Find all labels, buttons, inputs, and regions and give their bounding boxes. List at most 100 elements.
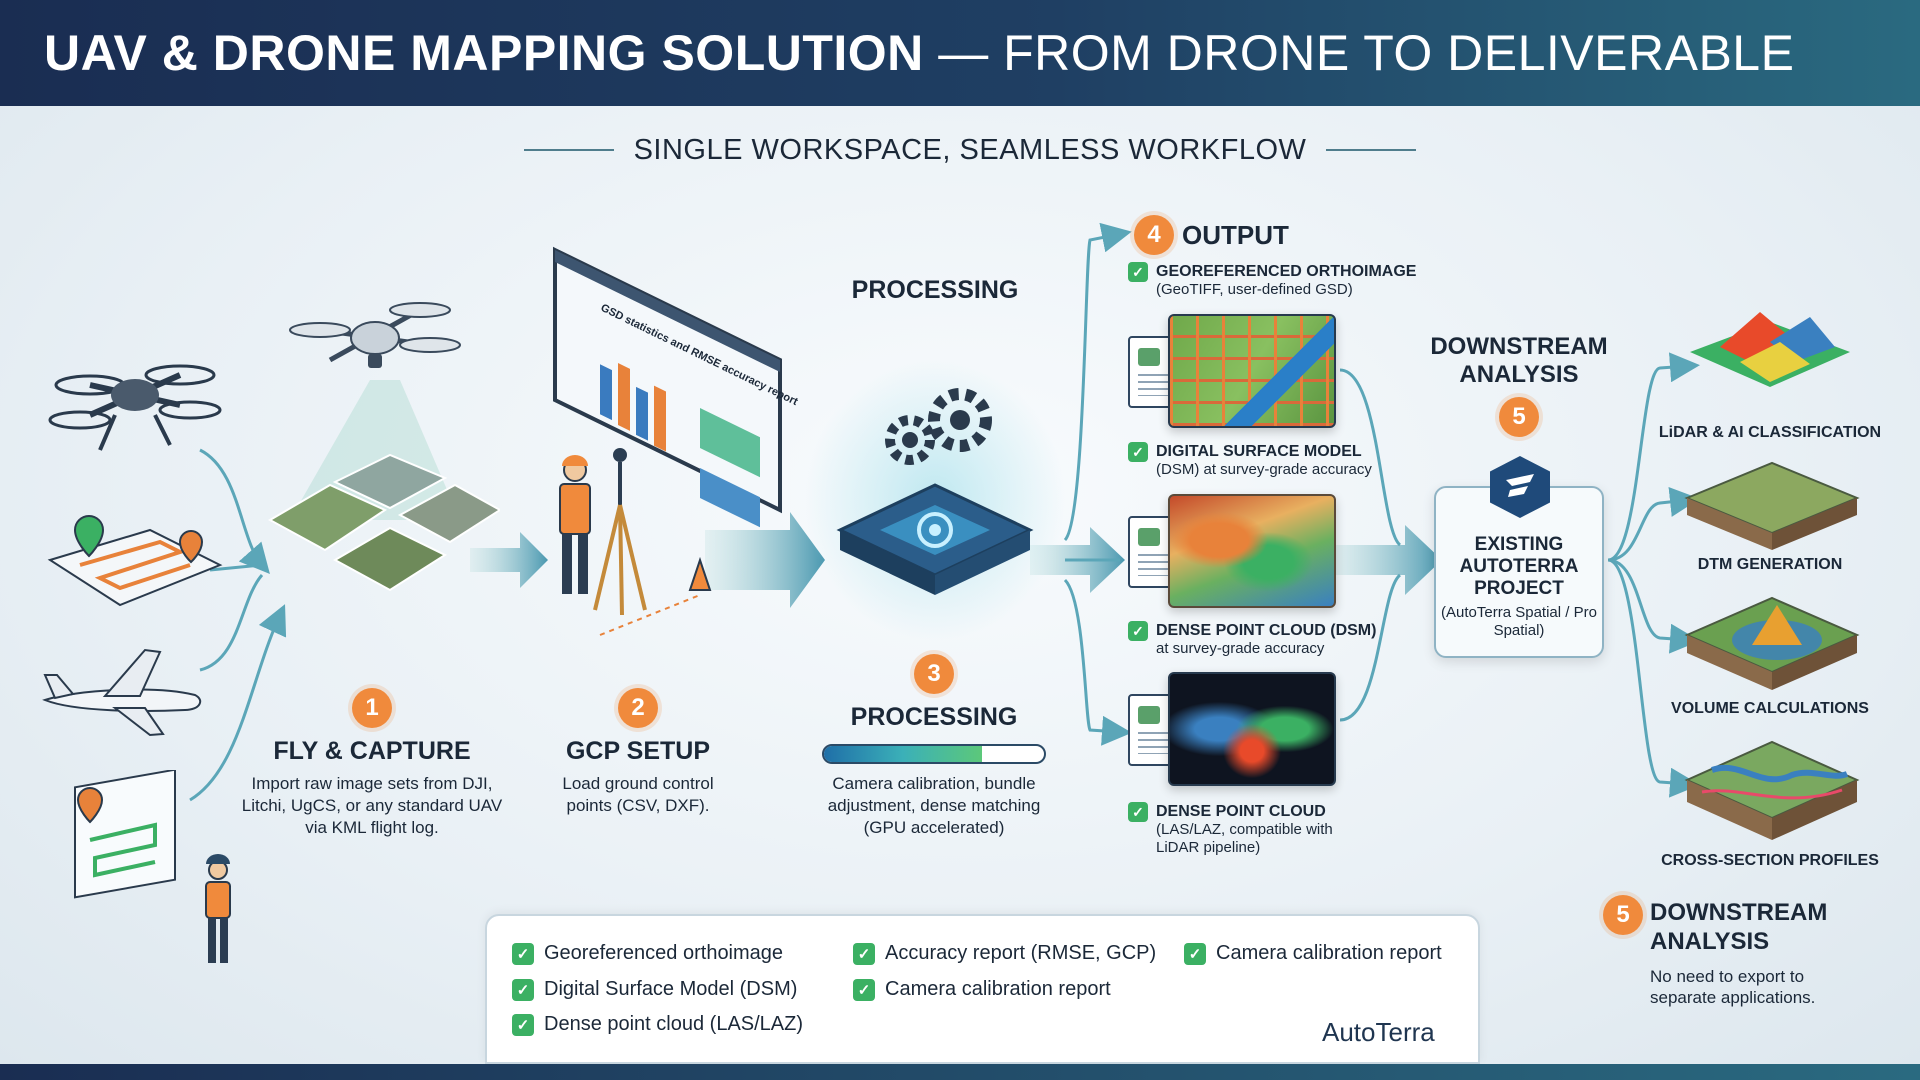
check-icon: ✓ bbox=[853, 978, 875, 1001]
hexagon-logo-icon bbox=[1490, 456, 1550, 518]
subtitle-divider-right bbox=[1326, 149, 1417, 151]
brand-logo: AutoTerra bbox=[1322, 1017, 1435, 1047]
map-pin-icon bbox=[73, 515, 105, 558]
existing-project-card: EXISTING AUTOTERRA PROJECT (AutoTerra Sp… bbox=[1434, 486, 1604, 658]
subtitle-text: SINGLE WORKSPACE, SEAMLESS WORKFLOW bbox=[633, 133, 1307, 166]
orthoimage-thumbnail bbox=[1168, 314, 1336, 428]
analysis-label-dtm: DTM GENERATION bbox=[1697, 556, 1843, 573]
output-item-orthoimage: ✓ GEOREFERENCED ORTHOIMAGE (GeoTIFF, use… bbox=[1128, 262, 1416, 299]
processing-visual bbox=[836, 388, 1034, 595]
progress-fill bbox=[824, 746, 983, 762]
tripod-icon bbox=[593, 448, 647, 616]
processing-progress-bar bbox=[822, 744, 1046, 764]
merge-top bbox=[1339, 368, 1402, 547]
dsm-thumbnail bbox=[1168, 494, 1336, 608]
subtitle-divider-left bbox=[523, 149, 614, 151]
footer-band bbox=[0, 1064, 1920, 1080]
output-item-detail: at survey-grade accuracy bbox=[1156, 640, 1325, 657]
merge-bottom bbox=[1339, 573, 1402, 722]
connector-plan bbox=[189, 604, 287, 802]
processing-top-label: PROCESSING bbox=[851, 276, 1019, 304]
downstream-note-badge: 5 bbox=[1603, 895, 1643, 935]
surveyor-icon bbox=[205, 854, 231, 963]
header-bar: UAV & DRONE MAPPING SOLUTION — FROM DRON… bbox=[0, 0, 1920, 106]
step-3-title: PROCESSING bbox=[850, 703, 1018, 731]
title-light: — FROM DRONE TO DELIVERABLE bbox=[938, 25, 1795, 81]
step-2-description: Load ground control points (CSV, DXF). bbox=[562, 774, 714, 815]
arrow-1-to-2 bbox=[470, 532, 548, 588]
step-2-title: GCP SETUP bbox=[565, 737, 711, 765]
connector-plane bbox=[199, 574, 264, 672]
summary-item: ✓ Dense point cloud (LAS/LAZ) bbox=[512, 1013, 803, 1036]
ds-branch-4 bbox=[1607, 558, 1700, 798]
ds-branch-3 bbox=[1607, 558, 1700, 654]
page-title: UAV & DRONE MAPPING SOLUTION — FROM DRON… bbox=[44, 24, 1794, 82]
output-title: OUTPUT bbox=[1182, 220, 1289, 250]
project-subtitle: (AutoTerra Spatial / Pro Spatial) bbox=[1441, 604, 1597, 639]
output-item-detail: (DSM) at survey-grade accuracy bbox=[1156, 461, 1372, 478]
check-icon: ✓ bbox=[1128, 802, 1148, 822]
check-icon: ✓ bbox=[1128, 621, 1148, 641]
summary-item-label: Digital Surface Model (DSM) bbox=[544, 978, 798, 1000]
check-icon: ✓ bbox=[512, 1013, 534, 1036]
analysis-label-cross-section: CROSS-SECTION PROFILES bbox=[1661, 852, 1879, 869]
check-icon: ✓ bbox=[1128, 262, 1148, 282]
dtm-generation-visual bbox=[1684, 461, 1860, 550]
check-icon: ✓ bbox=[853, 942, 875, 965]
gear-icon bbox=[885, 388, 992, 465]
flight-map-icon bbox=[47, 515, 223, 607]
connector-drone bbox=[199, 448, 270, 575]
cross-section-visual bbox=[1684, 740, 1860, 840]
ds-branch-2 bbox=[1607, 487, 1700, 562]
downstream-badge: 5 bbox=[1499, 397, 1539, 437]
drone-icon bbox=[48, 364, 222, 451]
summary-item-label: Camera calibration report bbox=[1216, 942, 1442, 964]
check-icon: ✓ bbox=[1184, 942, 1206, 965]
summary-item: ✓ Digital Surface Model (DSM) bbox=[512, 978, 797, 1001]
output-item-title: DENSE POINT CLOUD (DSM) bbox=[1156, 622, 1377, 639]
summary-item-label: Georeferenced orthoimage bbox=[544, 942, 784, 964]
capture-visual bbox=[267, 302, 500, 592]
chip-icon bbox=[836, 483, 1034, 595]
check-icon: ✓ bbox=[512, 942, 534, 965]
connector-map bbox=[209, 563, 263, 572]
output-item-title: DIGITAL SURFACE MODEL bbox=[1156, 443, 1362, 460]
surveyor-icon bbox=[559, 455, 591, 594]
check-icon: ✓ bbox=[512, 978, 534, 1001]
arrow-2-to-3 bbox=[705, 512, 825, 608]
step-3-badge: 3 bbox=[914, 654, 954, 694]
downstream-note-text: No need to export to separate applicatio… bbox=[1650, 967, 1816, 1007]
summary-item-label: Dense point cloud (LAS/LAZ) bbox=[544, 1013, 804, 1035]
step-2-badge: 2 bbox=[618, 688, 658, 728]
drone-icon bbox=[289, 302, 461, 368]
summary-item-label: Accuracy report (RMSE, GCP) bbox=[885, 942, 1157, 964]
point-cloud-thumbnail bbox=[1168, 672, 1336, 786]
step-1-badge: 1 bbox=[352, 688, 392, 728]
gcp-visual: GSD statistics and RMSE accuracy report bbox=[553, 246, 800, 636]
output-item-dense-cloud-las: ✓ DENSE POINT CLOUD (LAS/LAZ, compatible… bbox=[1128, 802, 1366, 857]
summary-item-label: Camera calibration report bbox=[885, 978, 1111, 1000]
check-icon: ✓ bbox=[1128, 442, 1148, 462]
output-item-title: GEOREFERENCED ORTHOIMAGE bbox=[1156, 263, 1417, 280]
volume-calculation-visual bbox=[1684, 596, 1860, 690]
output-item-dsm: ✓ DIGITAL SURFACE MODEL (DSM) at survey-… bbox=[1128, 442, 1372, 479]
arrow-4-to-5 bbox=[1330, 525, 1442, 595]
branch-output-top bbox=[1063, 222, 1132, 542]
downstream-note-title: DOWNSTREAM ANALYSIS bbox=[1650, 899, 1828, 955]
analysis-label-volume: VOLUME CALCULATIONS bbox=[1671, 700, 1869, 717]
branch-output-bottom bbox=[1063, 578, 1132, 746]
step-3-description: Camera calibration, bundle adjustment, d… bbox=[827, 774, 1041, 837]
output-badge: 4 bbox=[1134, 215, 1174, 255]
step-1-title: FLY & CAPTURE bbox=[273, 737, 471, 765]
summary-item: ✓ Georeferenced orthoimage bbox=[512, 942, 783, 965]
title-bold: UAV & DRONE MAPPING SOLUTION bbox=[44, 25, 924, 81]
analysis-label-lidar: LiDAR & AI CLASSIFICATION bbox=[1658, 424, 1882, 441]
ds-branch-1 bbox=[1607, 352, 1700, 562]
summary-card bbox=[485, 914, 1480, 1064]
flight-plan-icon bbox=[74, 770, 231, 963]
lidar-classification-visual bbox=[1690, 312, 1850, 387]
summary-item: ✓ Accuracy report (RMSE, GCP) bbox=[853, 942, 1156, 965]
airplane-icon bbox=[42, 648, 202, 737]
summary-item: ✓ Camera calibration report bbox=[853, 978, 1111, 1001]
output-item-detail: (LAS/LAZ, compatible with LiDAR pipeline… bbox=[1156, 821, 1333, 856]
